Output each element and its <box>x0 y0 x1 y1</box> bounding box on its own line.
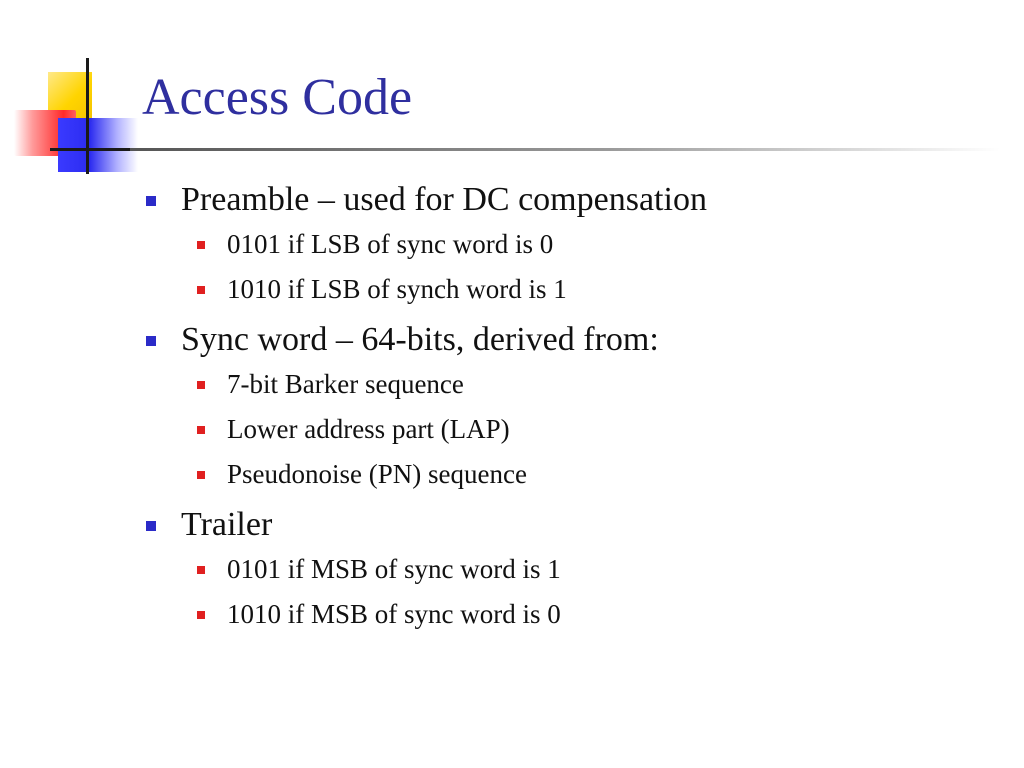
slide-content: Preamble – used for DC compensation 0101… <box>146 178 986 643</box>
sub-bullet-item: 7-bit Barker sequence <box>181 362 986 407</box>
bullet-item-sync-word: Sync word – 64-bits, derived from: 7-bit… <box>146 318 986 497</box>
logo-horizontal-line <box>50 148 160 151</box>
square-bullet-icon <box>146 196 156 206</box>
sub-bullet-text: 1010 if MSB of sync word is 0 <box>227 599 561 629</box>
square-bullet-icon <box>197 566 205 574</box>
sub-bullet-text: Lower address part (LAP) <box>227 414 510 444</box>
sub-bullet-item: Lower address part (LAP) <box>181 407 986 452</box>
square-bullet-icon <box>197 286 205 294</box>
sub-bullet-item: Pseudonoise (PN) sequence <box>181 452 986 497</box>
sub-bullet-text: 7-bit Barker sequence <box>227 369 464 399</box>
sub-bullet-item: 1010 if LSB of synch word is 1 <box>181 267 986 312</box>
slide-title: Access Code <box>142 69 413 126</box>
bullet-text: Sync word – 64-bits, derived from: <box>181 321 659 358</box>
sub-bullet-list: 0101 if MSB of sync word is 1 1010 if MS… <box>181 547 986 637</box>
sub-bullet-text: 0101 if MSB of sync word is 1 <box>227 554 561 584</box>
bullet-row: Preamble – used for DC compensation <box>146 178 986 222</box>
title-divider <box>130 148 1000 151</box>
bullet-row: Trailer <box>146 503 986 547</box>
sub-bullet-text: 0101 if LSB of sync word is 0 <box>227 229 554 259</box>
sub-bullet-item: 1010 if MSB of sync word is 0 <box>181 592 986 637</box>
sub-bullet-list: 0101 if LSB of sync word is 0 1010 if LS… <box>181 222 986 312</box>
square-bullet-icon <box>197 611 205 619</box>
sub-bullet-text: Pseudonoise (PN) sequence <box>227 459 527 489</box>
sub-bullet-item: 0101 if MSB of sync word is 1 <box>181 547 986 592</box>
bullet-item-preamble: Preamble – used for DC compensation 0101… <box>146 178 986 312</box>
bullet-list: Preamble – used for DC compensation 0101… <box>146 178 986 637</box>
sub-bullet-item: 0101 if LSB of sync word is 0 <box>181 222 986 267</box>
bullet-text: Trailer <box>181 506 273 543</box>
bullet-item-trailer: Trailer 0101 if MSB of sync word is 1 10… <box>146 503 986 637</box>
square-bullet-icon <box>146 336 156 346</box>
square-bullet-icon <box>197 426 205 434</box>
logo-vertical-line <box>86 58 89 174</box>
sub-bullet-list: 7-bit Barker sequence Lower address part… <box>181 362 986 497</box>
bullet-text: Preamble – used for DC compensation <box>181 181 707 218</box>
logo-blue-square <box>58 118 138 172</box>
square-bullet-icon <box>146 521 156 531</box>
square-bullet-icon <box>197 241 205 249</box>
decorative-logo-icon <box>0 0 170 190</box>
sub-bullet-text: 1010 if LSB of synch word is 1 <box>227 274 567 304</box>
bullet-row: Sync word – 64-bits, derived from: <box>146 318 986 362</box>
square-bullet-icon <box>197 381 205 389</box>
square-bullet-icon <box>197 471 205 479</box>
